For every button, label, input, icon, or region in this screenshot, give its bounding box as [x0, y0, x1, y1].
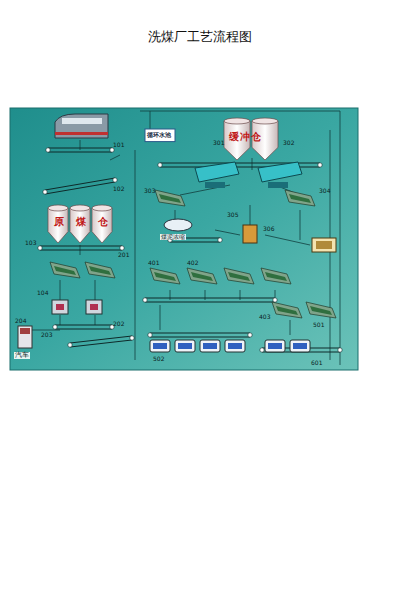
flow-line — [95, 315, 96, 325]
flow-line — [160, 305, 161, 330]
callout-number: 102 — [112, 186, 125, 192]
process-panel — [10, 108, 358, 370]
flow-lines — [30, 111, 340, 365]
flow-line — [135, 150, 136, 360]
flow-line — [252, 158, 253, 170]
flow-line — [30, 330, 60, 331]
vibrating-screen — [261, 268, 291, 284]
callout-number: 303 — [143, 188, 156, 194]
vibrating-screen — [155, 190, 185, 206]
equipment-label: 汽车 — [14, 352, 30, 359]
callout-number: 302 — [282, 140, 295, 146]
callout-number: 501 — [312, 322, 325, 328]
callout-number: 601 — [310, 360, 323, 366]
flow-line — [95, 280, 96, 300]
flow-line — [290, 320, 291, 335]
belt-conveyor — [148, 333, 252, 337]
flow-line — [300, 210, 301, 240]
belt-conveyor — [68, 336, 134, 347]
flow-line — [265, 235, 310, 245]
belt-conveyor — [38, 246, 124, 250]
product-bin — [290, 340, 310, 352]
vibrating-screen — [150, 268, 180, 284]
flow-line — [60, 280, 61, 300]
vibrating-screen — [285, 190, 315, 206]
flow-line — [175, 210, 176, 220]
product-bin — [265, 340, 285, 352]
water-pool-box: 循环水池 — [146, 130, 172, 141]
flow-line — [140, 111, 340, 112]
belt-conveyor — [46, 148, 114, 152]
water-pool-grid — [145, 129, 175, 142]
callout-number: 201 — [117, 252, 130, 258]
callout-number: 403 — [258, 314, 271, 320]
flow-line — [60, 315, 61, 325]
buffer-silo-group: 缓冲仓 — [228, 129, 263, 144]
flow-line — [215, 230, 240, 235]
callout-number: 203 — [40, 332, 53, 338]
callout-number: 104 — [36, 290, 49, 296]
belt-conveyor — [53, 325, 114, 329]
screens — [50, 190, 336, 318]
flow-line — [110, 155, 120, 160]
belt-conveyor — [43, 178, 117, 194]
callout-number: 402 — [186, 260, 199, 266]
node-label: 循环水池 — [146, 130, 172, 141]
product-bin — [150, 340, 170, 352]
crusher — [52, 300, 68, 314]
callout-number: 103 — [24, 240, 37, 246]
callout-number: 202 — [112, 321, 125, 327]
vibrating-screen — [50, 262, 80, 278]
product-bin — [225, 340, 245, 352]
callout-number: 306 — [262, 226, 275, 232]
callout-number: 401 — [147, 260, 160, 266]
vibrating-screen — [85, 262, 115, 278]
vibrating-screen — [224, 268, 254, 284]
vibrating-screen — [306, 302, 336, 318]
callout-number: 101 — [112, 142, 125, 148]
truck-icon — [18, 326, 32, 348]
node-label: 原煤仓 — [53, 214, 121, 229]
conveyors — [38, 148, 342, 352]
slime-thickener — [164, 219, 192, 231]
flow-line — [150, 111, 151, 130]
pressure-filter — [312, 238, 336, 252]
jig-machine — [195, 162, 239, 188]
callout-number: 204 — [14, 318, 27, 324]
vibrating-screen — [187, 268, 217, 284]
callout-number: 301 — [212, 140, 225, 146]
diagram-title: 洗煤厂工艺流程图 — [0, 30, 400, 43]
flow-line — [250, 205, 251, 225]
flotation-machine — [243, 225, 257, 243]
callout-number: 305 — [226, 212, 239, 218]
belt-conveyor — [143, 298, 277, 302]
callout-number: 502 — [152, 356, 165, 362]
node-label: 缓冲仓 — [228, 129, 263, 144]
product-bin — [200, 340, 220, 352]
flow-line — [340, 111, 341, 365]
product-bin — [175, 340, 195, 352]
jig-machine — [258, 162, 302, 188]
vibrating-screen — [272, 302, 302, 318]
equipment-label: 煤泥浓缩 — [160, 234, 186, 240]
raw-coal-silo-group: 原煤仓 — [53, 214, 121, 229]
callout-number: 304 — [318, 188, 331, 194]
crusher — [86, 300, 102, 314]
train-icon — [55, 114, 108, 138]
